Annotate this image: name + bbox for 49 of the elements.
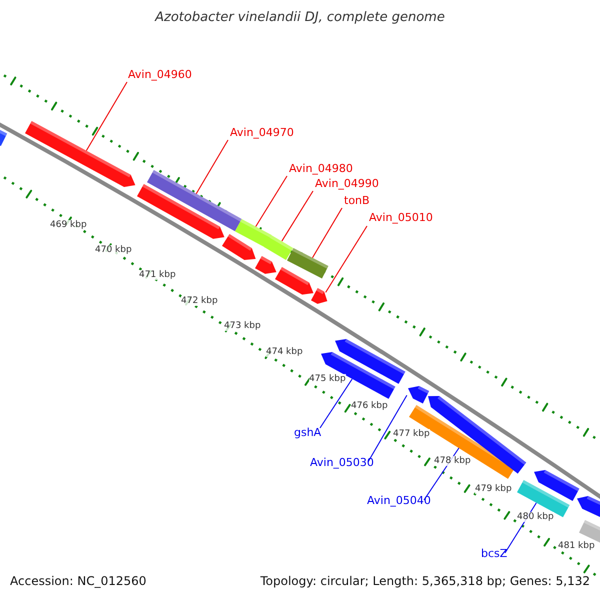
gene-feature [136, 184, 224, 239]
gene-label: Avin_05010 [369, 211, 433, 224]
gene-feature [577, 496, 600, 518]
gene-feature [534, 470, 580, 502]
scale-label: 480 kbp [517, 512, 554, 522]
gene-bar [146, 170, 242, 232]
gene-label: Avin_04960 [128, 68, 192, 81]
gene-label: Avin_05030 [310, 456, 374, 469]
gene-feature [274, 266, 313, 295]
gene-label: Avin_04970 [230, 126, 294, 139]
leader-line [281, 190, 314, 242]
gene-feature [24, 120, 135, 187]
scale-label: 478 kbp [434, 456, 471, 466]
gene-label: tonB [344, 194, 370, 207]
gene-label: Avin_04990 [315, 177, 379, 190]
scale-label: 472 kbp [181, 296, 218, 306]
leader-line [325, 226, 368, 293]
gene-label: gshA [294, 426, 322, 439]
leader-line [320, 378, 353, 428]
gene-label: bcsZ [481, 547, 508, 560]
scale-label: 473 kbp [224, 321, 261, 331]
accession-text: Accession: NC_012560 [10, 574, 146, 588]
gene-label: Avin_05040 [367, 494, 431, 507]
gene-feature [222, 234, 256, 260]
scale-label: 475 kbp [309, 374, 346, 384]
gene-bar [234, 218, 272, 248]
scale-label: 470 kbp [95, 245, 132, 255]
scale-label: 481 kbp [558, 541, 595, 551]
gene-feature [428, 396, 526, 474]
gene-feature [254, 256, 276, 274]
gene-bar [409, 405, 516, 479]
scale-label: 476 kbp [351, 401, 388, 411]
gene-feature [408, 386, 430, 404]
leader-line [312, 208, 342, 258]
leader-line [196, 140, 228, 194]
scale-label: 469 kbp [50, 220, 87, 230]
leader-line [255, 176, 288, 228]
scale-label: 471 kbp [139, 270, 176, 280]
gene-label: Avin_04980 [289, 162, 353, 175]
gene-bar [264, 234, 294, 260]
scale-label: 479 kbp [475, 484, 512, 494]
genome-info-text: Topology: circular; Length: 5,365,318 bp; Genes: 5,132 [260, 574, 590, 588]
gene-feature [310, 288, 327, 304]
leader-line [86, 82, 128, 152]
scale-label: 474 kbp [266, 347, 303, 357]
title: Azotobacter vinelandii DJ, complete genome [154, 10, 446, 25]
gene-bar [286, 248, 328, 278]
scale-label: 477 kbp [393, 429, 430, 439]
leader-line [368, 394, 408, 462]
